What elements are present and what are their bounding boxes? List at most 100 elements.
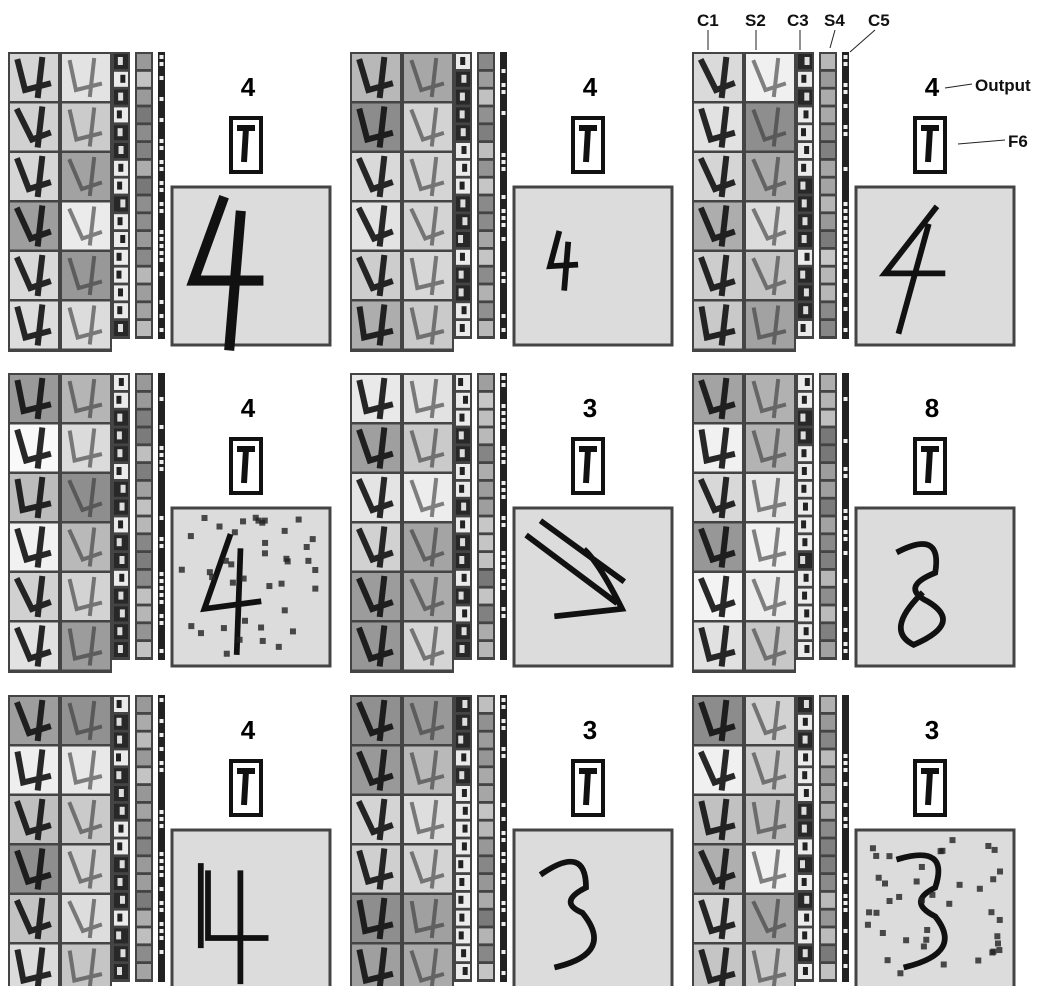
c3-map-pattern xyxy=(461,128,466,136)
input-noise-dot xyxy=(260,638,266,644)
c5-unit xyxy=(160,824,164,828)
c5-unit xyxy=(160,202,164,206)
c3-map-pattern xyxy=(801,449,806,457)
s4-map xyxy=(137,232,151,247)
output-digit-8: 3 xyxy=(570,717,610,743)
c5-unit xyxy=(160,614,164,618)
c3-map-pattern xyxy=(120,609,125,617)
s4-map xyxy=(479,946,493,961)
c3-map-pattern xyxy=(120,860,125,868)
c3-map-pattern xyxy=(802,878,807,886)
c5-unit xyxy=(502,411,506,415)
c5-unit xyxy=(844,167,848,171)
s4-map xyxy=(821,446,835,461)
c5-unit xyxy=(844,803,848,807)
s4-map xyxy=(821,768,835,783)
c3-map-pattern xyxy=(461,75,466,83)
s4-map xyxy=(821,161,835,176)
c3-map-pattern xyxy=(116,271,121,279)
output-digit-6: 8 xyxy=(912,395,952,421)
input-noise-dot xyxy=(946,901,952,907)
c5-unit xyxy=(160,425,164,429)
c5-unit xyxy=(502,425,506,429)
c3-map-pattern xyxy=(117,842,122,850)
c5-unit xyxy=(502,901,506,905)
c5-unit xyxy=(160,446,164,450)
s4-map xyxy=(821,875,835,890)
c3-map-pattern xyxy=(117,718,122,726)
s4-map xyxy=(137,517,151,532)
c5-unit xyxy=(844,439,848,443)
s4-map xyxy=(479,893,493,908)
c5-unit xyxy=(160,817,164,821)
c5-unit xyxy=(160,160,164,164)
c3-map-pattern xyxy=(463,825,468,833)
s4-map xyxy=(137,893,151,908)
input-noise-dot xyxy=(304,544,310,550)
c5-unit xyxy=(844,293,848,297)
s4-map xyxy=(479,321,493,336)
input-noise-dot xyxy=(876,875,882,881)
c3-map-pattern xyxy=(120,75,125,83)
input-noise-dot xyxy=(237,637,243,643)
s4-map xyxy=(137,589,151,604)
s4-map xyxy=(479,786,493,801)
s4-map xyxy=(821,464,835,479)
input-noise-dot xyxy=(919,864,925,870)
input-image xyxy=(856,830,1014,986)
c3-map-pattern xyxy=(460,449,465,457)
c5-unit xyxy=(160,76,164,80)
c3-map-pattern xyxy=(804,896,809,904)
c5-unit xyxy=(160,719,164,723)
c5-unit xyxy=(844,537,848,541)
s4-map xyxy=(479,214,493,229)
c3-map-pattern xyxy=(801,520,806,528)
c5-unit xyxy=(502,586,506,590)
c5-unit xyxy=(502,922,506,926)
c5-unit xyxy=(502,558,506,562)
input-noise-dot xyxy=(870,845,876,851)
s4-map xyxy=(137,839,151,854)
c5-unit xyxy=(844,397,848,401)
c5-unit xyxy=(160,516,164,520)
c3-map-pattern xyxy=(460,93,465,101)
s4-map xyxy=(479,393,493,408)
c3-map-pattern xyxy=(800,414,805,422)
c5-unit xyxy=(160,272,164,276)
input-noise-dot xyxy=(266,583,272,589)
c3-map-pattern xyxy=(800,182,805,190)
c3-map-pattern xyxy=(119,574,124,582)
c5-unit xyxy=(160,237,164,241)
c3-map-pattern xyxy=(463,967,468,975)
input-noise-dot xyxy=(997,917,1003,923)
c5-unit xyxy=(844,307,848,311)
input-image xyxy=(856,508,1014,666)
c5-unit xyxy=(844,55,848,59)
s4-map xyxy=(821,857,835,872)
c3-map-pattern xyxy=(118,93,123,101)
c3-map-pattern xyxy=(459,914,464,922)
c5-unit xyxy=(844,908,848,912)
feature-panel-6 xyxy=(692,373,1014,673)
s4-map xyxy=(821,303,835,318)
c5-unit xyxy=(844,202,848,206)
output-digit-2: 4 xyxy=(570,74,610,100)
s4-map xyxy=(821,268,835,283)
s4-map xyxy=(479,125,493,140)
s4-map xyxy=(821,411,835,426)
s4-map xyxy=(821,893,835,908)
s4-map xyxy=(479,875,493,890)
input-noise-dot xyxy=(992,847,998,853)
s4-map xyxy=(821,393,835,408)
c5-unit xyxy=(160,244,164,248)
c3-map-pattern xyxy=(459,414,464,422)
s2-label: S2 xyxy=(745,12,766,29)
c3-map-pattern xyxy=(804,700,809,708)
s4-map xyxy=(137,875,151,890)
s4-map xyxy=(479,606,493,621)
input-noise-dot xyxy=(886,853,892,859)
s4-map xyxy=(137,928,151,943)
s4-map xyxy=(137,786,151,801)
s4-map xyxy=(821,946,835,961)
